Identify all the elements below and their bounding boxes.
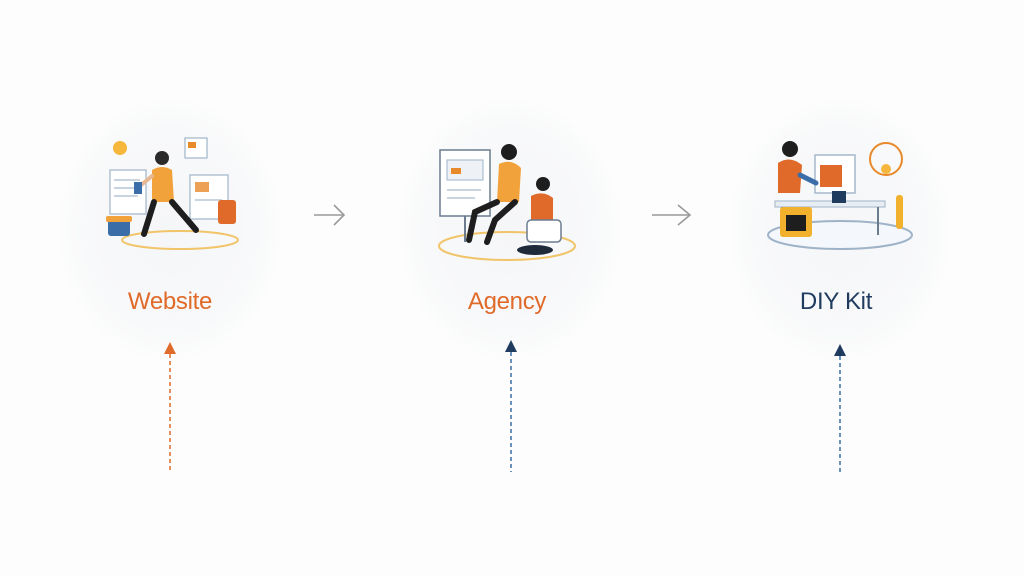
upward-arrow-website	[164, 342, 176, 472]
flow-arrow-agency-to-diy	[652, 204, 692, 226]
node-label-agency: Agency	[467, 288, 547, 315]
website-illustration	[100, 130, 245, 260]
flow-arrow-website-to-agency	[314, 204, 346, 226]
node-label-website: Website	[127, 288, 213, 315]
agency-illustration	[435, 140, 580, 265]
node-glow-website	[60, 100, 280, 360]
node-label-diy-kit: DIY Kit	[799, 288, 873, 315]
diy-kit-illustration	[760, 135, 915, 260]
upward-arrow-diy-kit	[834, 344, 846, 472]
upward-arrow-agency	[505, 340, 517, 472]
node-glow-agency	[400, 100, 620, 360]
